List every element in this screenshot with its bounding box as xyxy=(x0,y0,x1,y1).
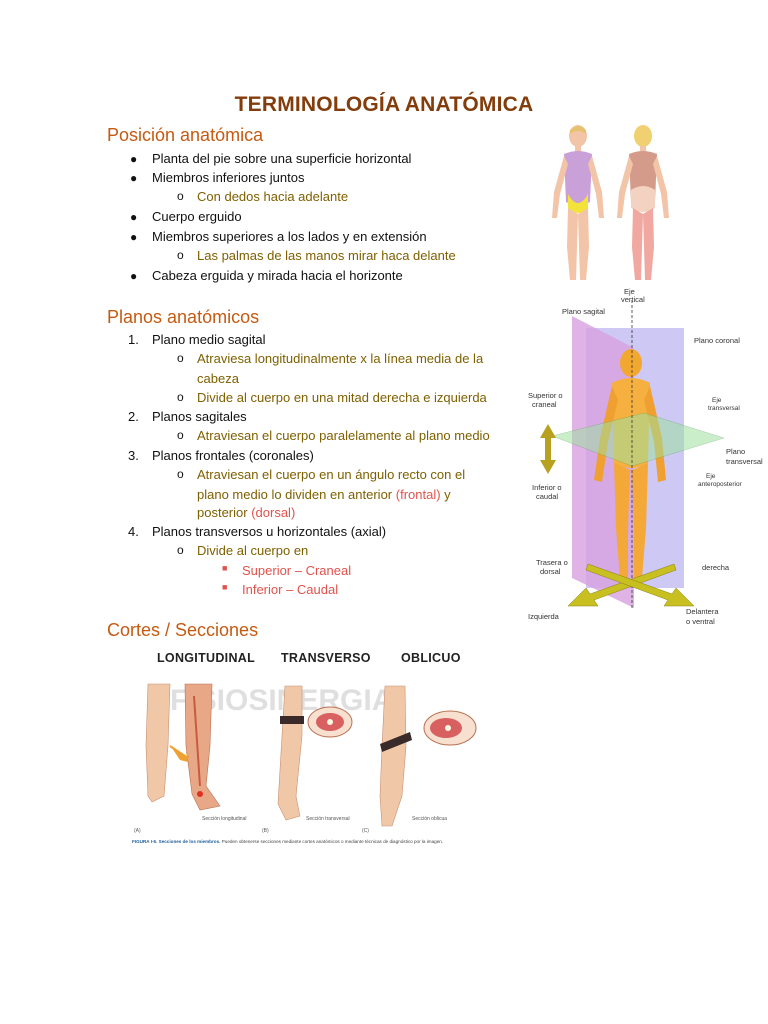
list-subitem: Con dedos hacia adelante xyxy=(197,189,349,204)
limb-sections-figure: FISIOSINERGIA Sección longitudinal Secci… xyxy=(130,676,480,848)
transverse-plane xyxy=(551,412,725,467)
label-longitudinal: LONGITUDINAL xyxy=(157,651,256,665)
list-number: 1. xyxy=(128,332,139,347)
text-segment: plano medio lo dividen en anterior xyxy=(197,487,396,502)
label-trasera: Trasera o xyxy=(536,558,568,567)
anatomical-planes-figure: Eje vertical Plano sagital Plano coronal… xyxy=(528,288,763,626)
direction-arrows-icon xyxy=(567,563,695,607)
list-subsubitem: Superior – Craneal xyxy=(242,563,352,578)
label-eje-transversal-2: transversal xyxy=(708,405,740,412)
bullet-disc-icon: ● xyxy=(130,269,138,283)
list-subitem: Atraviesa longitudinalmente x la línea m… xyxy=(197,351,484,366)
caption-b: Sección transversal xyxy=(306,816,350,822)
list-item: Planos transversos u horizontales (axial… xyxy=(152,524,387,539)
list-item: Plano medio sagital xyxy=(152,332,266,347)
list-subitem: Divide al cuerpo en una mitad derecha e … xyxy=(197,390,487,405)
label-ventral: o ventral xyxy=(686,617,715,626)
list-subitem: Atraviesan el cuerpo en un ángulo recto … xyxy=(197,467,466,482)
oblique-section-illustration xyxy=(379,685,477,827)
label-craneal: craneal xyxy=(532,400,557,409)
heading-posicion-anatomica: Posición anatómica xyxy=(107,125,264,145)
label-plano-coronal: Plano coronal xyxy=(694,336,740,345)
label-eje-transversal: Eje xyxy=(712,397,722,404)
front-body-illustration xyxy=(552,125,604,280)
list-item: Cabeza erguida y mirada hacia el horizon… xyxy=(152,268,403,283)
list-subsubitem: Inferior – Caudal xyxy=(242,582,339,597)
label-superior: Superior o xyxy=(528,391,563,400)
bullet-disc-icon: ● xyxy=(130,152,138,166)
caption-a: Sección longitudinal xyxy=(202,816,246,822)
list-number: 2. xyxy=(128,409,139,424)
label-inferior: Inferior o xyxy=(532,483,562,492)
list-item: Miembros superiores a los lados y en ext… xyxy=(152,229,427,244)
bullet-circle-icon: o xyxy=(177,189,184,203)
anatomical-position-figure xyxy=(540,122,675,287)
list-subitem-continued: cabeza xyxy=(197,371,239,386)
bullet-circle-icon: o xyxy=(177,467,184,481)
list-item: Miembros inferiores juntos xyxy=(152,170,305,185)
list-number: 4. xyxy=(128,524,139,539)
list-item: Planos frontales (coronales) xyxy=(152,448,314,463)
label-derecha: derecha xyxy=(702,563,730,572)
label-plano-sagital: Plano sagital xyxy=(562,307,605,316)
longitudinal-section-illustration xyxy=(145,683,221,811)
label-izquierda: Izquierda xyxy=(528,612,560,621)
up-down-arrow-icon xyxy=(540,424,556,474)
list-item: Planta del pie sobre una superficie hori… xyxy=(152,151,412,166)
figure-caption: FIGURA I-5. Secciones de los miembros. P… xyxy=(132,839,443,844)
mark-c: (C) xyxy=(362,828,369,834)
label-plano-transversal-2: transversal xyxy=(726,457,763,466)
list-item: Cuerpo erguido xyxy=(152,209,242,224)
heading-planos-anatomicos: Planos anatómicos xyxy=(107,307,260,327)
label-plano-transversal: Plano xyxy=(726,447,745,456)
label-dorsal: dorsal xyxy=(540,567,561,576)
bullet-square-icon: ■ xyxy=(222,563,228,573)
label-delantera: Delantera xyxy=(686,607,719,616)
list-subitem: Atraviesan el cuerpo paralelamente al pl… xyxy=(197,428,490,443)
mark-b: (B) xyxy=(262,828,269,834)
caption-c: Sección oblicua xyxy=(412,816,447,822)
heading-cortes-secciones: Cortes / Secciones xyxy=(107,620,259,640)
text-segment: y xyxy=(440,487,451,502)
bullet-circle-icon: o xyxy=(177,390,184,404)
list-number: 3. xyxy=(128,448,139,463)
transverse-section-illustration xyxy=(277,685,353,821)
bullet-circle-icon: o xyxy=(177,351,184,365)
list-subitem-continued: posterior (dorsal) xyxy=(197,503,295,522)
bullet-circle-icon: o xyxy=(177,428,184,442)
label-eje-antero: Eje xyxy=(706,473,716,480)
bullet-disc-icon: ● xyxy=(130,171,138,185)
label-eje-antero-2: anteroposterior xyxy=(698,481,743,488)
bullet-circle-icon: o xyxy=(177,543,184,557)
bullet-disc-icon: ● xyxy=(130,210,138,224)
term-dorsal: (dorsal) xyxy=(251,505,296,520)
list-subitem: Las palmas de las manos mirar haca delan… xyxy=(197,248,456,263)
label-oblicuo: OBLICUO xyxy=(401,651,461,665)
list-subitem-continued: plano medio lo dividen en anterior (fron… xyxy=(197,485,451,504)
bullet-circle-icon: o xyxy=(177,248,184,262)
back-body-illustration xyxy=(617,125,669,280)
label-eje-vertical-2: vertical xyxy=(621,295,645,304)
text-segment: posterior xyxy=(197,505,252,520)
term-frontal: (frontal) xyxy=(395,487,441,502)
label-caudal: caudal xyxy=(536,492,558,501)
page-title: TERMINOLOGÍA ANATÓMICA xyxy=(234,93,534,116)
bullet-disc-icon: ● xyxy=(130,230,138,244)
label-eje-vertical: Eje xyxy=(624,288,635,296)
mark-a: (A) xyxy=(134,828,141,834)
label-transverso: TRANSVERSO xyxy=(281,651,371,665)
bullet-square-icon: ■ xyxy=(222,582,228,592)
list-item: Planos sagitales xyxy=(152,409,247,424)
list-subitem: Divide al cuerpo en xyxy=(197,543,309,558)
